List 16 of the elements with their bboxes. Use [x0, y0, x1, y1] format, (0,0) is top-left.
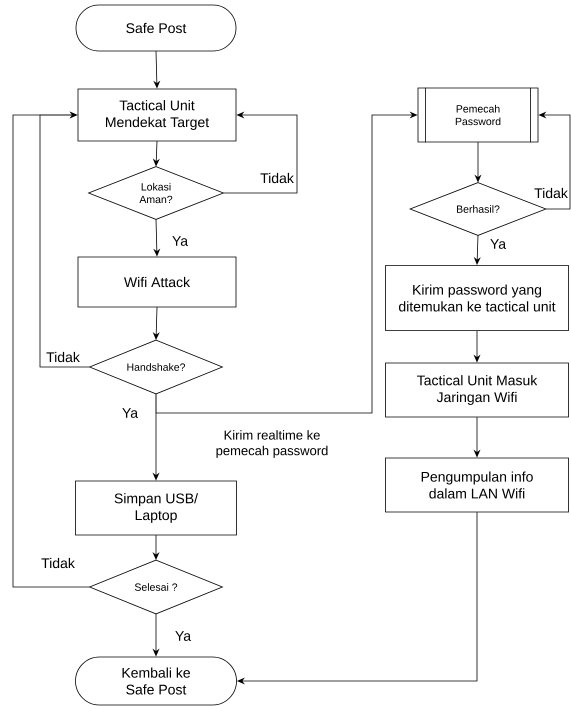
- edge-label: Tidak: [259, 172, 295, 184]
- edge-label: Ya: [174, 630, 192, 642]
- process-box: Pengumpulan info dalam LAN Wifi: [385, 458, 569, 512]
- edge-label: Ya: [170, 235, 190, 247]
- process-box: Wifi Attack: [78, 256, 236, 308]
- edge-label: Ya: [120, 407, 140, 419]
- arrow: [12, 111, 90, 588]
- predefined-process-box: Pemecah Password: [418, 87, 538, 143]
- edge-label: Tidak: [40, 556, 76, 570]
- process-box: Simpan USB/ Laptop: [75, 480, 237, 536]
- process-box: Tactical Unit Mendekat Target: [78, 88, 236, 142]
- edge-label: Kirim realtime ke pemecah password: [206, 429, 338, 459]
- edge-label: Tidak: [45, 350, 81, 364]
- process-box: Kirim password yang ditemukan ke tactical unit: [385, 265, 569, 331]
- edge-label: Ya: [488, 238, 508, 250]
- process-box: Tactical Unit Masuk Jaringan Wifi: [385, 362, 569, 418]
